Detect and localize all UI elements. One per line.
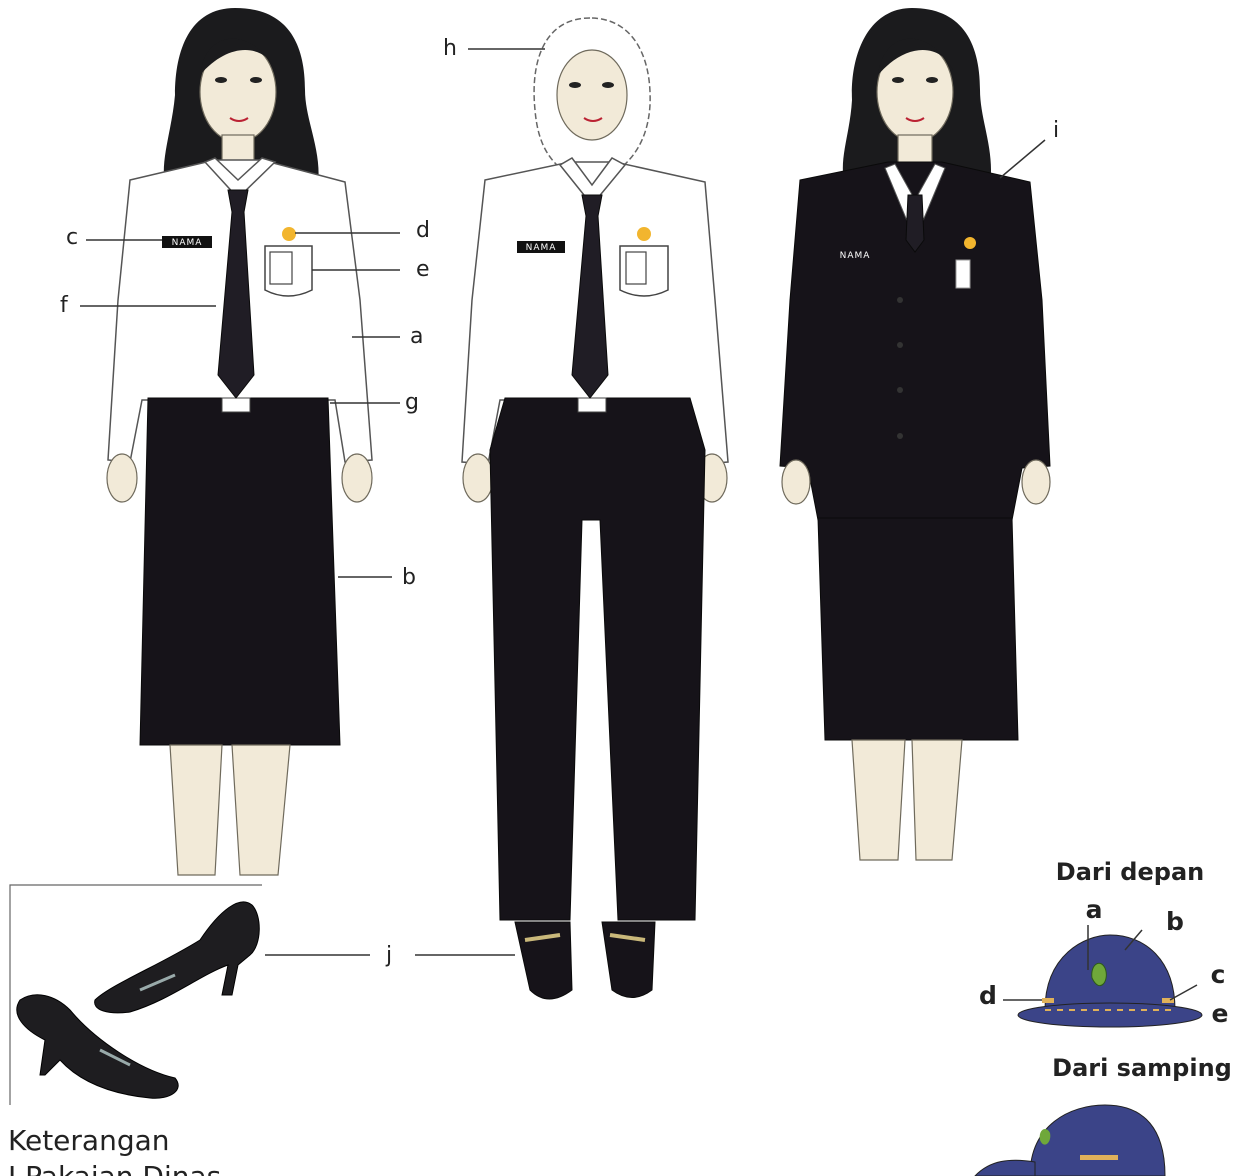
footer-line1: I Pakaian Dinas bbox=[8, 1160, 221, 1176]
shoes-inset bbox=[10, 885, 262, 1105]
figure-skirt: NAMA bbox=[107, 8, 372, 875]
label-f: f bbox=[60, 293, 69, 318]
figure-hijab: NAMA bbox=[462, 18, 728, 999]
cap-label-d: d bbox=[979, 981, 997, 1010]
cap-label-e: e bbox=[1212, 999, 1229, 1028]
name-tag-text: NAMA bbox=[172, 238, 203, 248]
label-a: a bbox=[410, 324, 423, 349]
cap-front-title: Dari depan bbox=[1056, 858, 1204, 886]
label-j: j bbox=[385, 943, 392, 968]
label-b: b bbox=[402, 565, 416, 590]
cap-front bbox=[1018, 935, 1202, 1027]
label-e: e bbox=[416, 257, 430, 282]
cap-label-c: c bbox=[1211, 960, 1226, 989]
label-i: i bbox=[1053, 118, 1059, 143]
label-d: d bbox=[416, 218, 430, 243]
label-c: c bbox=[66, 225, 78, 250]
label-g: g bbox=[405, 390, 419, 415]
footer-heading: Keterangan bbox=[8, 1124, 170, 1157]
cap-side-title: Dari samping bbox=[1052, 1054, 1232, 1082]
cap-side bbox=[975, 1105, 1165, 1176]
label-h: h bbox=[443, 36, 457, 61]
name-tag-text: NAMA bbox=[840, 251, 871, 261]
cap-label-b: b bbox=[1166, 907, 1184, 936]
figure-jacket: NAMA bbox=[780, 8, 1050, 860]
name-tag-text: NAMA bbox=[526, 243, 557, 253]
cap-label-a: a bbox=[1086, 895, 1103, 924]
